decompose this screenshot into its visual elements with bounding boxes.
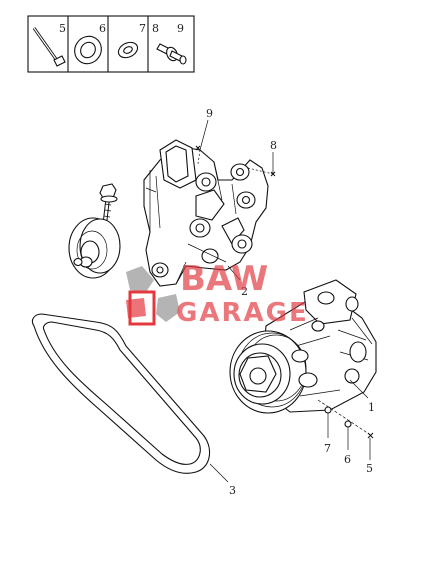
- callout-7: 7: [324, 442, 331, 455]
- callout-5: 5: [366, 462, 373, 475]
- watermark-highlight-box: [128, 290, 156, 326]
- callout-8: 8: [270, 139, 277, 152]
- legend-number: 6: [99, 22, 106, 35]
- callout-1: 1: [368, 401, 375, 414]
- legend-number: 5: [59, 22, 66, 35]
- legend-number: 8: [152, 22, 159, 35]
- long-bolt-icon: [32, 27, 66, 67]
- idler-pulley: [68, 183, 121, 279]
- short-bolt-icon: [156, 43, 187, 65]
- callout-6: 6: [344, 453, 351, 466]
- callout-2: 2: [241, 285, 248, 298]
- small-washer-icon: [117, 41, 139, 59]
- callout-leaders: [195, 119, 374, 483]
- mounting-bracket: [143, 139, 269, 287]
- parts-legend-table: 5 6 7 8 9: [27, 15, 195, 73]
- drive-belt: [31, 313, 211, 474]
- legend-number: 9: [177, 22, 184, 35]
- watermark-line1: BAW: [180, 259, 268, 299]
- legend-number: 7: [139, 22, 146, 35]
- callout-9: 9: [206, 107, 213, 120]
- callout-3: 3: [229, 484, 236, 497]
- large-washer-icon: [74, 35, 102, 65]
- watermark-line2: GARAGE: [176, 298, 309, 328]
- ac-compressor: [229, 279, 377, 414]
- baw-garage-watermark: BAW GARAGE: [126, 259, 309, 328]
